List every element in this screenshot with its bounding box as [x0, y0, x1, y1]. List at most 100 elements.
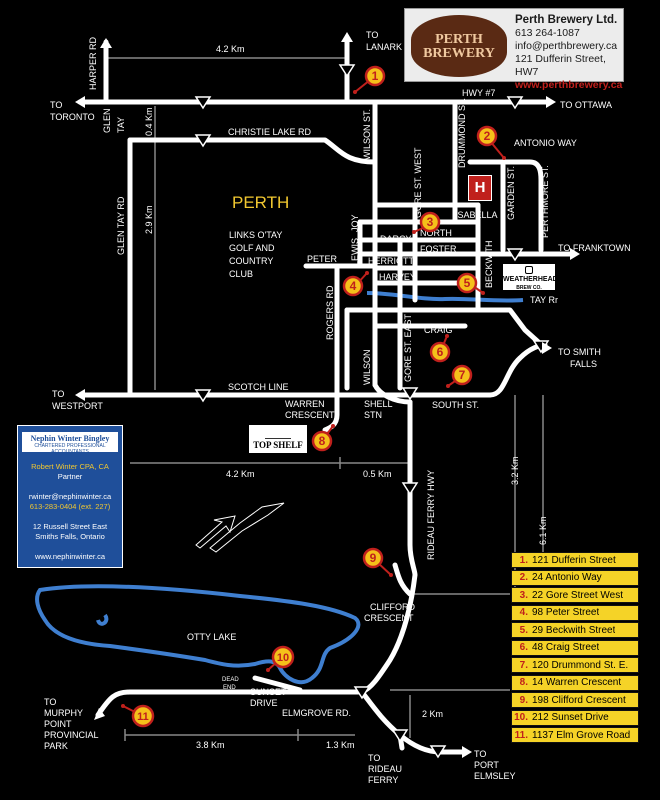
label-wilson: WILSON [362, 349, 372, 385]
legend-row[interactable]: 7.120 Drummond St. E. [511, 657, 639, 673]
legend-row[interactable]: 5.29 Beckwith Street [511, 622, 639, 638]
label-tay-river: TAY Rr [530, 295, 558, 305]
pin-4[interactable]: 4 [342, 271, 369, 297]
label-beckwith: BECKWITH [484, 240, 494, 288]
legend-row[interactable]: 11.1137 Elm Grove Road [511, 727, 639, 743]
legend-row[interactable]: 3.22 Gore Street West [511, 587, 639, 603]
label-craig: CRAIG [424, 325, 453, 335]
pin-9[interactable]: 9 [362, 547, 393, 577]
legend-row[interactable]: 6.48 Craig Street [511, 639, 639, 656]
label-drummond-st: DRUMMOND ST. [457, 98, 467, 168]
weatherhead-sub: BREW CO. [516, 285, 542, 291]
nephin-person: Robert Winter CPA, CA [31, 462, 109, 471]
dist-4-2-bottom: 4.2 Km [226, 469, 255, 479]
svg-text:6: 6 [437, 345, 444, 359]
legend-row[interactable]: 9.198 Clifford Crescent [511, 692, 639, 708]
pin-11[interactable]: 11 [121, 704, 155, 728]
north-arrow-icon [195, 502, 285, 553]
dist-4-2-top: 4.2 Km [216, 44, 245, 54]
nephin-email[interactable]: rwinter@nephinwinter.ca [28, 492, 112, 501]
nephin-role: Partner [57, 472, 83, 481]
legend-address: 212 Sunset Drive [532, 712, 609, 723]
brewery-name: Perth Brewery Ltd. [515, 14, 618, 26]
brewery-email[interactable]: info@perthbrewery.ca [515, 40, 618, 52]
hospital-icon: H [468, 175, 492, 201]
weatherhead-name: WEATHERHEAD [503, 276, 558, 283]
label-glen: GLEN [102, 108, 112, 133]
brewery-website-link[interactable]: www.perthbrewery.ca [515, 79, 623, 91]
label-foster: FOSTER [420, 244, 457, 254]
top-shelf-art-icon [265, 428, 291, 439]
dest-port-elmsley-2: PORT [474, 760, 499, 770]
svg-text:4: 4 [350, 279, 357, 293]
legend-row[interactable]: 8.14 Warren Crescent [511, 674, 639, 691]
legend-number: 3. [519, 589, 528, 601]
label-elmgrove-rd: ELMGROVE RD. [282, 708, 351, 718]
legend-address: 98 Peter Street [532, 607, 600, 618]
label-joy: JOY [350, 214, 360, 232]
label-links-2: GOLF AND [229, 243, 275, 253]
perth-brewery-logo: PERTH BREWERY [411, 15, 507, 77]
town-label: PERTH [232, 193, 289, 212]
pin-5[interactable]: 5 [456, 272, 485, 295]
label-rideau-ferry-hwy: RIDEAU FERRY HWY [426, 470, 436, 560]
label-clifford-1: CLIFFORD [370, 602, 416, 612]
svg-text:10: 10 [277, 652, 289, 664]
dest-rideau-ferry-2: RIDEAU [368, 764, 402, 774]
dest-smiths-falls-1: TO SMITH [558, 347, 601, 357]
legend-number: 8. [519, 677, 528, 688]
legend-row[interactable]: 2.24 Antonio Way [511, 569, 639, 586]
label-links-4: CLUB [229, 269, 253, 279]
label-clifford-2: CRESCENT [364, 613, 414, 623]
dest-westport-1: TO [52, 389, 64, 399]
legend-row[interactable]: 10.212 Sunset Drive [511, 709, 639, 726]
pin-1[interactable]: 1 [353, 65, 386, 94]
label-shell-1: SHELL [364, 399, 393, 409]
pin-10[interactable]: 10 [266, 645, 295, 672]
dest-murphy-1: TO [44, 697, 56, 707]
pin-3[interactable]: 3 [412, 211, 441, 234]
nephin-street: 12 Russell Street East [32, 522, 108, 531]
legend-address: 1137 Elm Grove Road [532, 729, 631, 741]
svg-text:1: 1 [372, 69, 379, 83]
dest-ottawa: TO OTTAWA [560, 100, 612, 110]
label-herriott: HERRIOTT [368, 256, 415, 266]
brewery-phone: 613 264-1087 [515, 27, 580, 39]
label-wilson-st: WILSON ST. [362, 109, 372, 160]
legend-row[interactable]: 1.121 Dufferin Street [511, 552, 639, 568]
pin-8[interactable]: 8 [311, 424, 335, 452]
pin-2[interactable]: 2 [476, 125, 506, 160]
label-gore-st-east: GORE ST. EAST [403, 313, 413, 382]
weatherhead-logo-icon [525, 266, 533, 274]
legend-number: 7. [519, 659, 528, 671]
road-markers [194, 64, 550, 759]
svg-text:8: 8 [319, 434, 326, 448]
label-otty-lake: OTTY LAKE [187, 632, 236, 642]
dest-murphy-5: PARK [44, 741, 68, 751]
nephin-winter-ad: Nephin Winter Bingley CHARTERED PROFESSI… [17, 425, 123, 568]
label-links-3: COUNTRY [229, 256, 273, 266]
nephin-website-link[interactable]: www.nephinwinter.ca [34, 552, 106, 561]
svg-text:5: 5 [464, 276, 471, 290]
dest-port-elmsley-3: ELMSLEY [474, 771, 516, 781]
label-sunset-1: SUNSET [250, 687, 287, 697]
label-glen-tay-rd: GLEN TAY RD [116, 196, 126, 255]
legend-number: 5. [519, 624, 528, 636]
tay-river [366, 291, 524, 303]
pin-6[interactable]: 6 [429, 334, 451, 363]
dest-toronto-1: TO [50, 100, 62, 110]
brewery-address: 121 Dufferin Street, HW7 [515, 53, 606, 78]
pin-7[interactable]: 7 [446, 364, 473, 388]
label-scotch-line: SCOTCH LINE [228, 382, 289, 392]
label-antonio-way: ANTONIO WAY [514, 138, 577, 148]
svg-text:3: 3 [427, 215, 434, 229]
label-rogers-rd: ROGERS RD [325, 285, 335, 340]
svg-text:2: 2 [484, 129, 491, 143]
top-shelf-sign: TOP SHELF [249, 425, 307, 453]
distance-guides [105, 54, 544, 741]
legend-row[interactable]: 4.98 Peter Street [511, 604, 639, 621]
dest-port-elmsley-1: TO [474, 749, 486, 759]
label-links-1: LINKS O'TAY [229, 230, 282, 240]
